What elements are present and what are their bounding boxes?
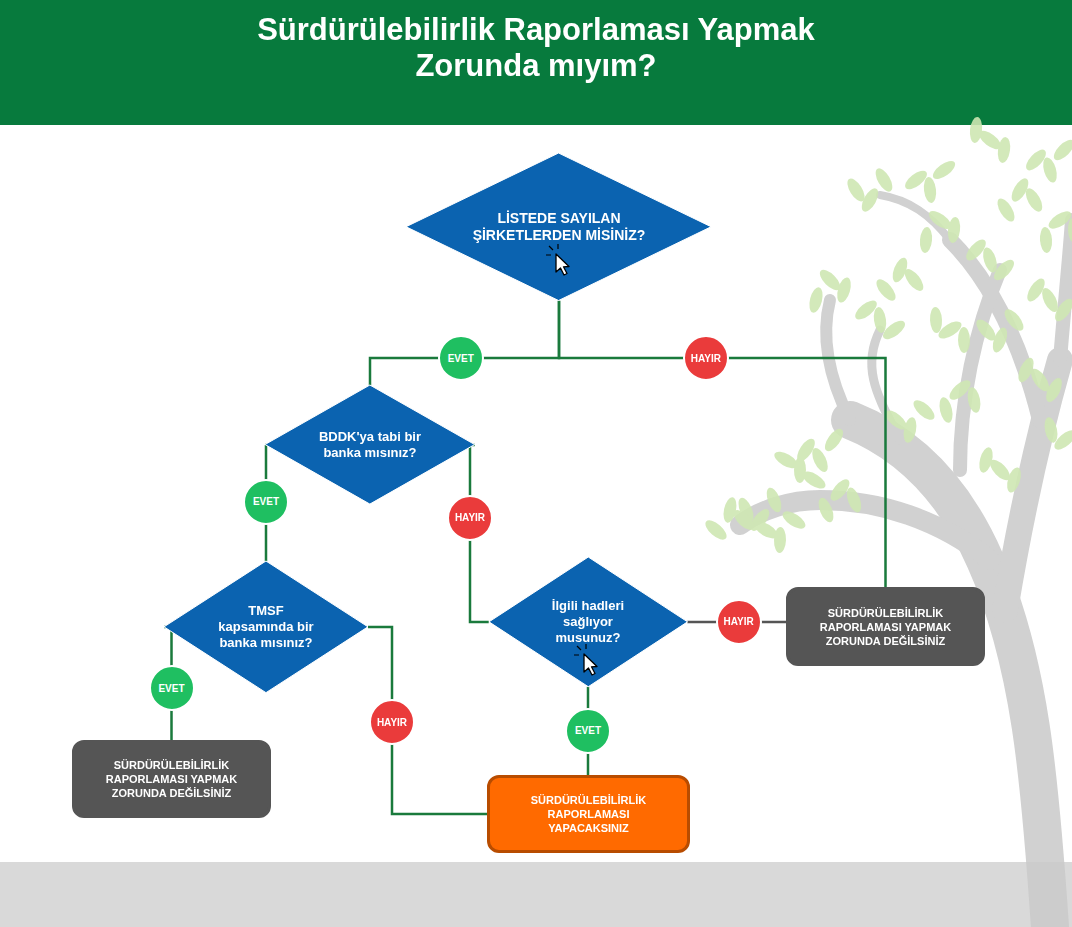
result-box: SÜRDÜRÜLEBİLİRLİK RAPORLAMASI YAPMAK ZOR… bbox=[72, 740, 271, 818]
node-label: SÜRDÜRÜLEBİLİRLİK RAPORLAMASI YAPMAK ZOR… bbox=[806, 606, 966, 648]
node-label: SÜRDÜRÜLEBİLİRLİK RAPORLAMASI YAPACAKSIN… bbox=[514, 793, 664, 835]
node-label: BDDK'ya tabi bir banka mısınız? bbox=[311, 429, 429, 461]
node-label: SÜRDÜRÜLEBİLİRLİK RAPORLAMASI YAPMAK ZOR… bbox=[92, 758, 252, 800]
cursor-icon bbox=[574, 644, 597, 675]
footer-band bbox=[0, 862, 1072, 927]
decision-diamond: LİSTEDE SAYILAN ŞİRKETLERDEN MİSİNİZ? bbox=[406, 153, 711, 301]
answer-badge: EVET bbox=[243, 479, 289, 525]
answer-badge: HAYIR bbox=[447, 495, 493, 541]
decision-diamond: BDDK'ya tabi bir banka mısınız? bbox=[265, 385, 475, 504]
answer-badge: HAYIR bbox=[716, 599, 762, 645]
answer-badge: HAYIR bbox=[683, 335, 729, 381]
flow-connector bbox=[368, 627, 487, 814]
answer-badge: EVET bbox=[438, 335, 484, 381]
node-label: LİSTEDE SAYILAN ŞİRKETLERDEN MİSİNİZ? bbox=[464, 210, 654, 244]
answer-badge: HAYIR bbox=[369, 699, 415, 745]
cursor-icon bbox=[546, 244, 569, 275]
result-box: SÜRDÜRÜLEBİLİRLİK RAPORLAMASI YAPACAKSIN… bbox=[487, 775, 690, 853]
answer-badge: EVET bbox=[149, 665, 195, 711]
node-label: TMSF kapsamında bir banka mısınız? bbox=[218, 603, 314, 651]
node-label: İlgili hadleri sağlıyor musunuz? bbox=[542, 598, 634, 646]
page-title: Sürdürülebilirlik Raporlaması Yapmak Zor… bbox=[0, 12, 1072, 84]
answer-badge: EVET bbox=[565, 708, 611, 754]
decision-diamond: TMSF kapsamında bir banka mısınız? bbox=[164, 561, 368, 693]
title-text: Sürdürülebilirlik Raporlaması Yapmak Zor… bbox=[196, 12, 876, 84]
flow-connector bbox=[559, 301, 886, 587]
result-box: SÜRDÜRÜLEBİLİRLİK RAPORLAMASI YAPMAK ZOR… bbox=[786, 587, 985, 666]
flow-connector bbox=[370, 301, 559, 386]
decision-diamond: İlgili hadleri sağlıyor musunuz? bbox=[489, 557, 688, 687]
